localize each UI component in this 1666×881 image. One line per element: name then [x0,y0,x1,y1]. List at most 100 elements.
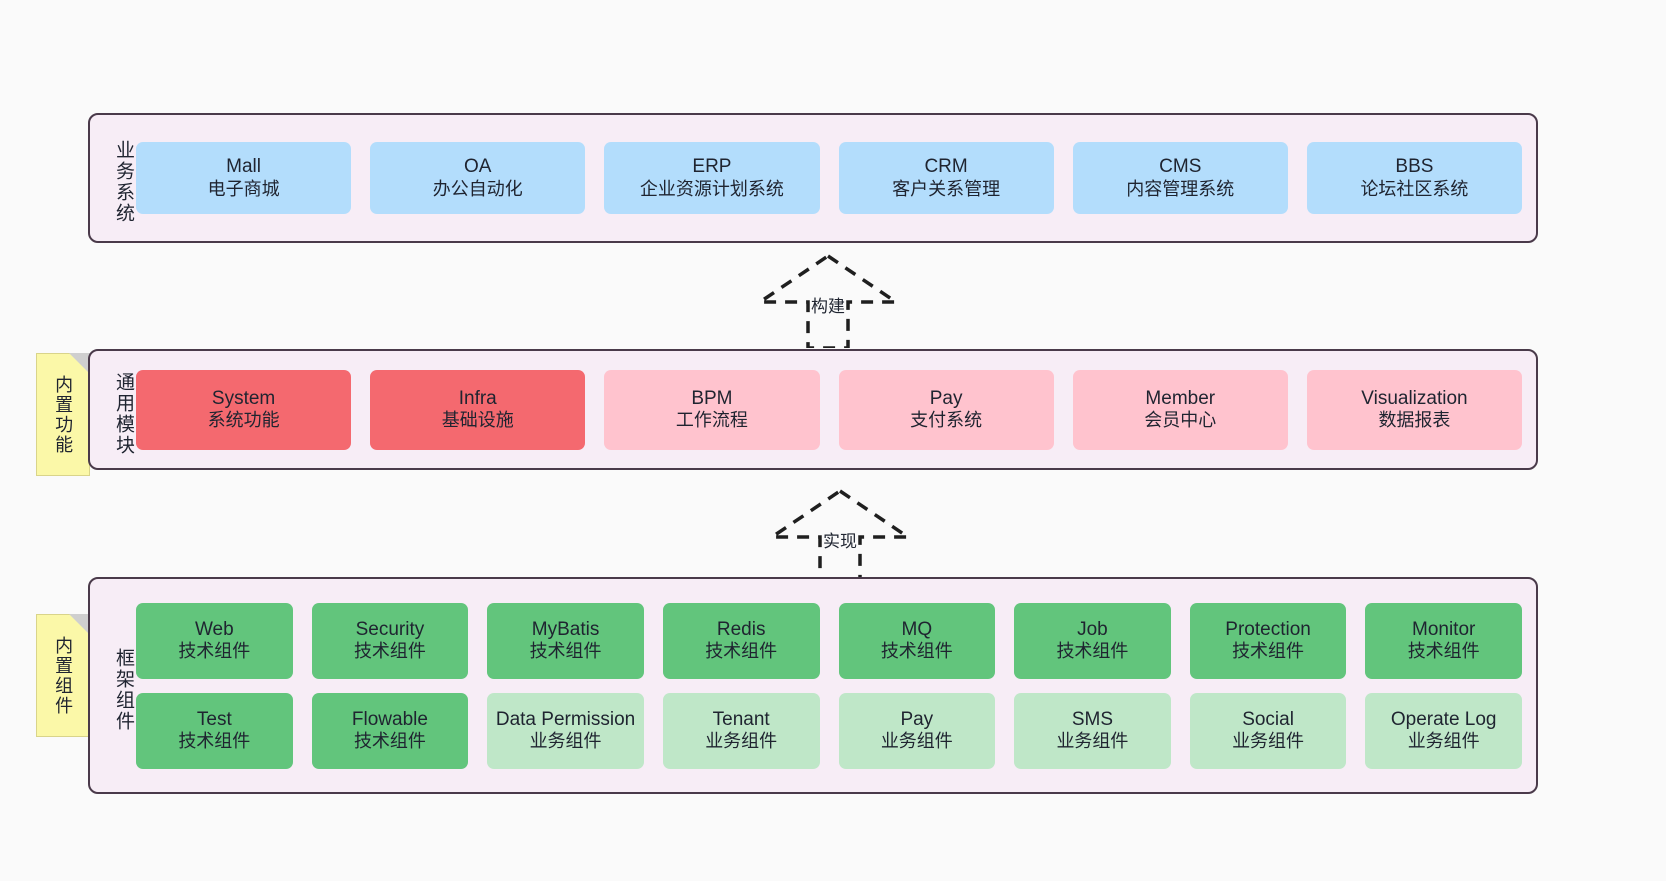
common-modules-row: System 系统功能 Infra 基础设施 BPM 工作流程 Pay 支付系统… [136,369,1523,450]
dashed-hollow-arrow-shape [754,253,902,348]
business-box-oa[interactable]: OA 办公自动化 [370,142,586,214]
box-subtitle: 办公自动化 [432,178,523,199]
box-subtitle: 业务组件 [529,731,602,752]
box-subtitle: 技术组件 [529,641,602,662]
box-subtitle: 技术组件 [1056,641,1129,662]
box-subtitle: 业务组件 [705,731,778,752]
box-title: CMS [1159,156,1202,178]
framework-business-components-row: Test 技术组件 Flowable 技术组件 Data Permission … [136,692,1522,769]
business-box-cms[interactable]: CMS 内容管理系统 [1072,142,1288,214]
framework-box-operate-log[interactable]: Operate Log 业务组件 [1365,692,1522,769]
box-title: Mall [226,156,261,178]
box-subtitle: 论坛社区系统 [1360,178,1469,199]
framework-box-job[interactable]: Job 技术组件 [1014,602,1171,679]
box-subtitle: 支付系统 [910,410,983,431]
box-title: Infra [458,387,497,409]
box-subtitle: 技术组件 [353,731,426,752]
framework-box-data-permission[interactable]: Data Permission 业务组件 [487,692,644,769]
box-subtitle: 电子商城 [207,178,280,199]
box-title: Pay [900,708,934,730]
layer-common-modules-title: 通用模块 [113,371,134,456]
framework-tech-components-row: Web 技术组件 Security 技术组件 MyBatis 技术组件 Redi… [136,602,1522,679]
framework-box-redis[interactable]: Redis 技术组件 [662,602,820,679]
box-title: Operate Log [1390,708,1497,730]
business-systems-row: Mall 电子商城 OA 办公自动化 ERP 企业资源计划系统 CRM 客户关系… [136,142,1523,214]
box-subtitle: 技术组件 [178,641,251,662]
box-title: Security [355,618,425,640]
box-subtitle: 业务组件 [880,731,953,752]
box-title: Test [196,708,232,730]
box-title: BPM [691,387,733,409]
framework-box-web[interactable]: Web 技术组件 [136,602,293,679]
framework-box-social[interactable]: Social 业务组件 [1189,692,1347,769]
box-subtitle: 业务组件 [1056,731,1129,752]
layer-framework-components-body: Web 技术组件 Security 技术组件 MyBatis 技术组件 Redi… [134,579,1536,792]
business-box-erp[interactable]: ERP 企业资源计划系统 [604,142,820,214]
box-title: Member [1145,387,1216,409]
dashed-hollow-arrow-shape [766,488,914,583]
box-title: Web [194,618,234,640]
box-subtitle: 业务组件 [1232,731,1305,752]
box-title: BBS [1395,156,1434,178]
business-box-mall[interactable]: Mall 电子商城 [136,142,352,214]
framework-box-mybatis[interactable]: MyBatis 技术组件 [487,602,644,679]
box-title: Job [1077,618,1108,640]
box-subtitle: 技术组件 [1407,641,1480,662]
framework-box-security[interactable]: Security 技术组件 [311,602,469,679]
note-builtin-components-text: 内置组件 [53,635,74,716]
module-box-member[interactable]: Member 会员中心 [1072,369,1288,450]
box-subtitle: 技术组件 [178,731,251,752]
layer-framework-components: 框架组件 Web 技术组件 Security 技术组件 MyBatis 技术组件… [88,577,1538,794]
box-title: SMS [1071,708,1114,730]
box-title: System [211,387,276,409]
box-subtitle: 企业资源计划系统 [639,178,784,199]
box-subtitle: 基础设施 [441,410,514,431]
box-subtitle: 会员中心 [1144,410,1217,431]
box-subtitle: 系统功能 [207,410,280,431]
box-title: Monitor [1412,618,1476,640]
layer-business-systems-body: Mall 电子商城 OA 办公自动化 ERP 企业资源计划系统 CRM 客户关系… [134,115,1536,241]
module-box-visualization[interactable]: Visualization 数据报表 [1306,369,1523,450]
framework-box-test[interactable]: Test 技术组件 [136,692,293,769]
framework-box-tenant[interactable]: Tenant 业务组件 [662,692,820,769]
box-title: Data Permission [495,708,636,730]
box-title: MyBatis [531,618,600,640]
layer-framework-components-title: 框架组件 [113,647,134,732]
box-subtitle: 内容管理系统 [1126,178,1235,199]
note-builtin-features-text: 内置功能 [53,374,74,455]
box-subtitle: 业务组件 [1407,731,1480,752]
module-box-infra[interactable]: Infra 基础设施 [370,369,586,450]
layer-common-modules-body: System 系统功能 Infra 基础设施 BPM 工作流程 Pay 支付系统… [134,351,1536,468]
box-subtitle: 工作流程 [675,410,748,431]
box-subtitle: 数据报表 [1378,410,1451,431]
module-box-bpm[interactable]: BPM 工作流程 [604,369,820,450]
connector-implement-arrow: 实现 [760,483,920,583]
framework-box-monitor[interactable]: Monitor 技术组件 [1365,602,1522,679]
box-title: OA [464,156,492,178]
note-builtin-components: 内置组件 [36,614,90,737]
layer-common-modules: 通用模块 System 系统功能 Infra 基础设施 BPM 工作流程 Pay… [88,349,1538,470]
layer-business-systems: 业务系统 Mall 电子商城 OA 办公自动化 ERP 企业资源计划系统 CRM… [88,113,1538,243]
framework-box-protection[interactable]: Protection 技术组件 [1189,602,1347,679]
framework-box-mq[interactable]: MQ 技术组件 [838,602,996,679]
note-builtin-features: 内置功能 [36,353,90,476]
module-box-pay[interactable]: Pay 支付系统 [838,369,1054,450]
box-title: Social [1242,708,1294,730]
connector-build-arrow: 构建 [748,248,908,348]
box-title: Flowable [351,708,428,730]
business-box-crm[interactable]: CRM 客户关系管理 [838,142,1054,214]
box-title: MQ [901,618,933,640]
box-subtitle: 技术组件 [880,641,953,662]
box-subtitle: 技术组件 [353,641,426,662]
box-title: Tenant [712,708,770,730]
box-title: Redis [716,618,766,640]
box-subtitle: 技术组件 [1232,641,1305,662]
module-box-system[interactable]: System 系统功能 [136,369,352,450]
box-title: ERP [692,156,732,178]
framework-box-sms[interactable]: SMS 业务组件 [1014,692,1171,769]
business-box-bbs[interactable]: BBS 论坛社区系统 [1306,142,1523,214]
box-title: Protection [1225,618,1311,640]
framework-box-pay[interactable]: Pay 业务组件 [838,692,996,769]
framework-box-flowable[interactable]: Flowable 技术组件 [311,692,469,769]
